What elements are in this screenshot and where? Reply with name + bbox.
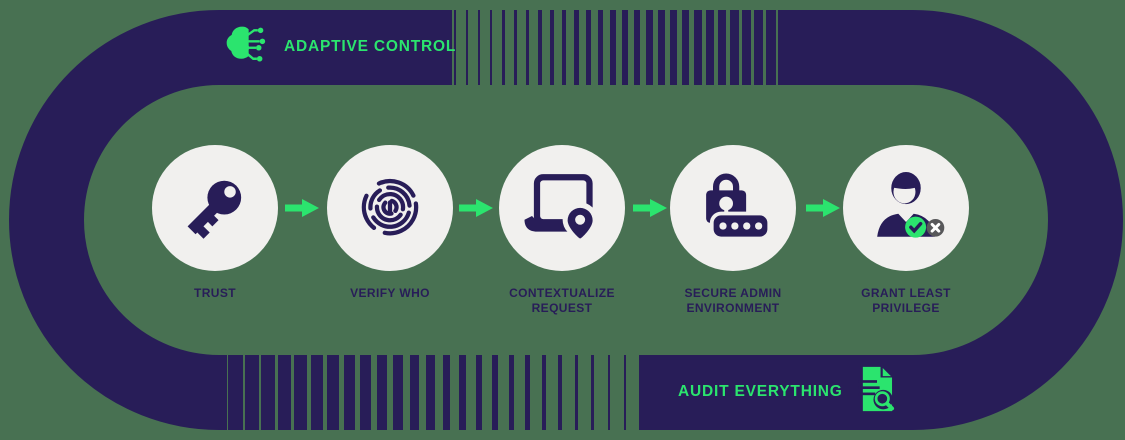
step-circle-trust <box>152 145 278 271</box>
flow-arrow-icon <box>285 199 319 217</box>
audit-document-icon <box>857 366 897 417</box>
step-circle-secure-admin <box>670 145 796 271</box>
step-label-trust: TRUST <box>194 286 236 300</box>
step-label-grant-least-privilege: GRANT LEAST PRIVILEGE <box>861 286 951 315</box>
user-approval-icon <box>865 165 947 252</box>
laptop-location-icon <box>522 166 602 251</box>
adaptive-control-label: ADAPTIVE CONTROL <box>284 38 457 55</box>
step-label-contextualize-request: CONTEXTUALIZE REQUEST <box>509 286 615 315</box>
audit-everything-banner: AUDIT EVERYTHING <box>678 355 897 428</box>
step-circle-grant-least <box>843 145 969 271</box>
brain-circuit-icon <box>223 23 267 72</box>
step-circle-verify-who <box>327 145 453 271</box>
flow-arrow-icon <box>633 199 667 217</box>
adaptive-control-banner: ADAPTIVE CONTROL <box>210 12 455 82</box>
bottom-stripes-fade <box>228 355 638 430</box>
step-label-verify-who: VERIFY WHO <box>350 286 430 300</box>
fingerprint-icon <box>352 168 428 249</box>
top-stripes-fade <box>454 10 788 85</box>
step-label-secure-admin-environment: SECURE ADMIN ENVIRONMENT <box>684 286 782 315</box>
audit-everything-label: AUDIT EVERYTHING <box>678 382 843 400</box>
key-icon <box>175 166 255 251</box>
flow-arrow-icon <box>806 199 840 217</box>
flow-arrow-icon <box>459 199 493 217</box>
lock-password-icon <box>693 166 773 251</box>
step-circle-contextualize <box>499 145 625 271</box>
